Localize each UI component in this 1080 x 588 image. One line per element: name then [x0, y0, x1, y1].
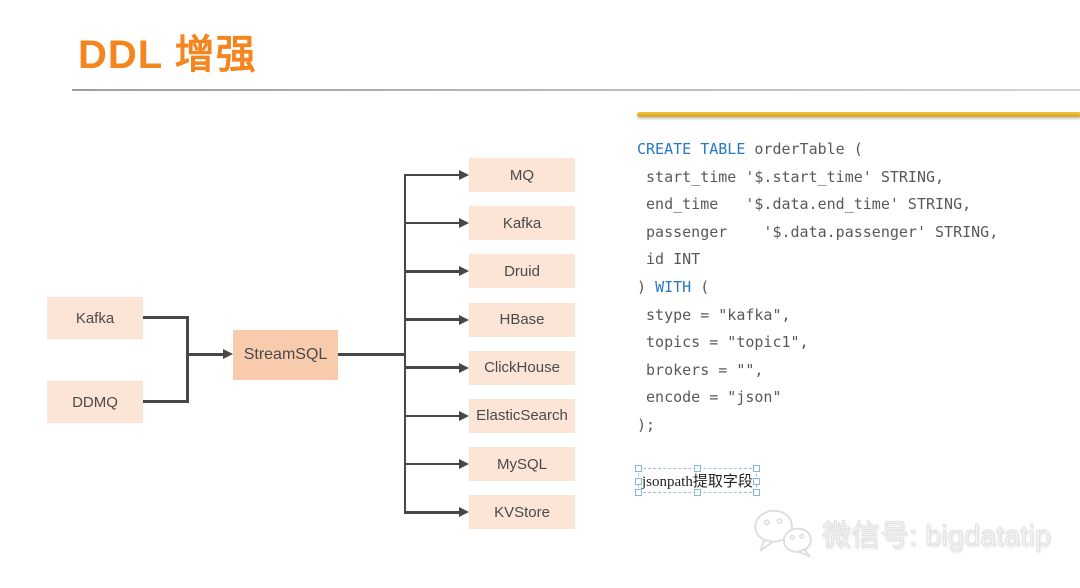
connector-line [186, 316, 189, 403]
sink-node: Druid [469, 254, 575, 289]
code-line: brokers = "", [637, 360, 764, 379]
selection-handle [694, 465, 702, 472]
arrowhead-icon [459, 266, 469, 277]
connector-line [404, 173, 459, 177]
code-line: start_time '$.start_time' STRING, [637, 167, 945, 186]
source-node-label: DDMQ [72, 393, 118, 411]
code-line: encode = "json" [637, 388, 782, 407]
sink-node-label: ClickHouse [484, 359, 560, 377]
sink-node-label: MySQL [496, 455, 547, 473]
sink-row: MQ [404, 158, 575, 192]
annotation-label: jsonpath提取字段 [642, 474, 753, 490]
selection-handle [635, 477, 642, 485]
source-node-label: Kafka [75, 309, 115, 327]
title-divider [72, 89, 1080, 91]
selection-handle [752, 489, 760, 496]
processor-node-label: StreamSQL [243, 346, 328, 363]
arrowhead-icon [459, 314, 469, 325]
sink-row: KVStore [404, 495, 575, 530]
watermark: 微信号: bigdatatip [752, 505, 1051, 561]
connector-line [143, 316, 188, 319]
selection-handle [635, 465, 642, 472]
sink-node-label: Druid [504, 262, 540, 280]
code-line: ); [637, 415, 656, 434]
connector-line [404, 270, 459, 273]
code-line: id INT [637, 250, 701, 269]
sink-node: ClickHouse [469, 350, 575, 385]
connector-line [404, 221, 459, 225]
sink-row: MySQL [404, 447, 575, 482]
gold-accent-bar [637, 112, 1080, 117]
connector-line [188, 353, 224, 356]
sink-node: MQ [469, 158, 575, 192]
arrowhead-icon [459, 410, 469, 421]
sink-node-label: ElasticSearch [476, 407, 568, 425]
processor-node-streamsql: StreamSQL [233, 330, 338, 380]
sql-code: CREATE TABLE orderTable ( start_time '$.… [637, 136, 998, 440]
sink-row: HBase [404, 302, 575, 337]
sink-node: Kafka [469, 206, 575, 241]
code-line: passenger '$.data.passenger' STRING, [637, 222, 999, 241]
source-node-ddmq: DDMQ [47, 381, 143, 423]
sink-node-label: HBase [499, 311, 545, 329]
code-line: CREATE TABLE orderTable ( [637, 140, 863, 158]
sink-node: KVStore [469, 495, 575, 530]
source-node-kafka: Kafka [47, 297, 143, 339]
connector-line [404, 414, 459, 418]
selection-handle [635, 489, 642, 496]
arrowhead-icon [459, 362, 469, 373]
selection-handle [752, 465, 760, 472]
code-line: end_time '$.data.end_time' STRING, [637, 195, 972, 214]
connector-line [404, 462, 459, 466]
connector-line [404, 366, 459, 370]
wechat-icon [754, 509, 812, 558]
arrowhead-icon [459, 459, 469, 470]
watermark-label: 微信号: bigdatatip [822, 520, 1052, 553]
selection-handle [752, 477, 760, 485]
sink-row: ElasticSearch [404, 398, 575, 433]
connector-line [404, 318, 459, 321]
arrowhead-icon [459, 507, 469, 518]
code-line: ) WITH ( [637, 277, 710, 296]
arrowhead-icon [459, 170, 469, 180]
annotation-box: jsonpath提取字段 [635, 465, 760, 496]
code-line: topics = "topic1", [637, 333, 809, 352]
code-line: stype = "kafka", [637, 305, 791, 324]
sink-node-label: KVStore [494, 503, 550, 521]
connector-line [143, 400, 188, 403]
connector-line [404, 511, 459, 514]
sink-node: ElasticSearch [469, 398, 575, 433]
sink-node-label: MQ [509, 166, 535, 184]
arrowhead-icon [459, 218, 469, 229]
sink-node-label: Kafka [502, 214, 542, 232]
connector-trunk-line [403, 174, 407, 513]
sink-node: HBase [469, 302, 575, 337]
sink-row: ClickHouse [404, 350, 575, 385]
sink-row: Kafka [404, 206, 575, 241]
selection-handle [694, 489, 702, 496]
sink-node: MySQL [469, 447, 575, 482]
page-title: DDL 增强 [78, 33, 257, 77]
arrowhead-icon [223, 349, 233, 359]
sink-row: Druid [404, 254, 575, 289]
connector-line [338, 353, 406, 356]
